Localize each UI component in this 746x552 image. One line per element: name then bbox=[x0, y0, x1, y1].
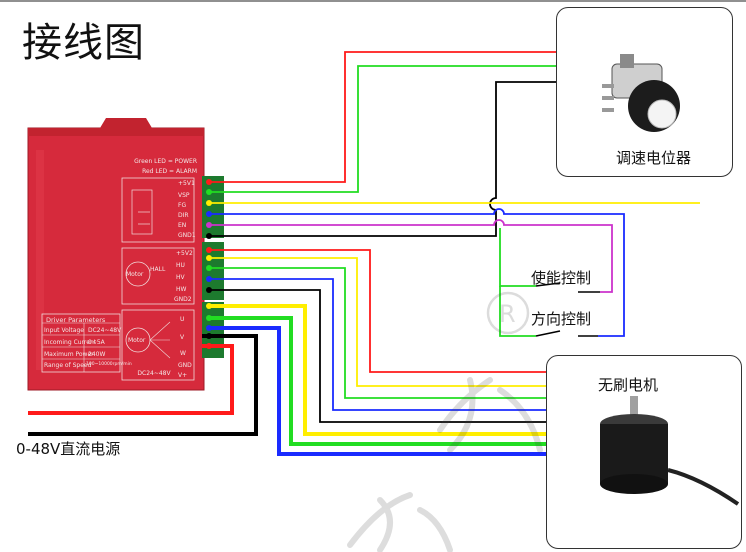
pin-dir: DIR bbox=[178, 212, 189, 219]
pot-wire-red bbox=[208, 51, 578, 183]
pin-hw: HW bbox=[176, 286, 187, 293]
led-green-text: Green LED = POWER bbox=[134, 158, 197, 165]
pin-5v2: +5V2 bbox=[176, 250, 193, 257]
pin-en: EN bbox=[178, 222, 187, 229]
svg-text:R: R bbox=[499, 300, 516, 328]
pin-gnd1: GND1 bbox=[178, 232, 196, 239]
motor-label: 无刷电机 bbox=[598, 376, 659, 394]
pot-wire-black bbox=[208, 81, 601, 237]
power-wire-red bbox=[28, 344, 234, 415]
param-name-2: Maximum Power bbox=[44, 351, 94, 358]
hall-wire-blue bbox=[208, 278, 546, 411]
pin-gnd: GND bbox=[178, 362, 192, 369]
pin-gnd2: GND2 bbox=[174, 296, 192, 303]
param-value-2: 240W bbox=[88, 351, 106, 358]
en-wire-magenta bbox=[208, 219, 613, 293]
dir-wire-blue bbox=[208, 208, 625, 337]
pin-vsp: VSP bbox=[178, 192, 190, 199]
direction-control-label: 方向控制 bbox=[531, 310, 592, 328]
param-value-0: DC24~48V bbox=[88, 327, 122, 334]
param-value-3: 100~10000rpm/min bbox=[86, 362, 132, 367]
pot-wire-green bbox=[208, 65, 578, 193]
phase-wire-blue bbox=[208, 326, 546, 456]
hall-wire-green bbox=[208, 267, 546, 399]
param-name-1: Incoming Current bbox=[44, 339, 97, 346]
terminal-dots bbox=[206, 179, 212, 349]
potentiometer-label: 调速电位器 bbox=[616, 149, 692, 167]
hall-text: HALL bbox=[150, 266, 166, 273]
pin-vplus: V+ bbox=[178, 372, 188, 379]
hall-wire-red bbox=[208, 249, 546, 373]
dir-gnd-green bbox=[499, 286, 536, 337]
pin-hv: HV bbox=[176, 274, 185, 281]
enable-control-label: 使能控制 bbox=[531, 269, 592, 287]
param-value-1: 0~5A bbox=[88, 339, 105, 346]
pin-v: V bbox=[180, 334, 185, 341]
watermark: R bbox=[347, 291, 543, 552]
phase-wire-yellow bbox=[208, 304, 546, 436]
motor-voltage-text: DC24~48V bbox=[137, 370, 171, 377]
hall-motor-text: Motor bbox=[126, 271, 144, 278]
power-wire-black bbox=[28, 334, 258, 436]
led-red-text: Red LED = ALARM bbox=[142, 168, 197, 175]
pin-w: W bbox=[180, 350, 186, 357]
pin-5v1: +5V1 bbox=[178, 180, 195, 187]
hall-wire-yellow bbox=[208, 257, 546, 387]
phase-motor-text: Motor bbox=[128, 337, 146, 344]
pin-fg: FG bbox=[178, 202, 187, 209]
pin-hu: HU bbox=[176, 262, 185, 269]
param-name-0: Input Voltage bbox=[44, 327, 84, 334]
phase-wire-green bbox=[208, 316, 546, 446]
pin-u: U bbox=[180, 316, 185, 323]
page-title: 接线图 bbox=[22, 20, 145, 66]
hall-wire-black bbox=[208, 289, 546, 423]
param-name-3: Range of Speed bbox=[44, 362, 92, 369]
power-supply-label: 0-48V直流电源 bbox=[16, 440, 121, 458]
params-heading: Driver Parameters bbox=[46, 316, 106, 324]
